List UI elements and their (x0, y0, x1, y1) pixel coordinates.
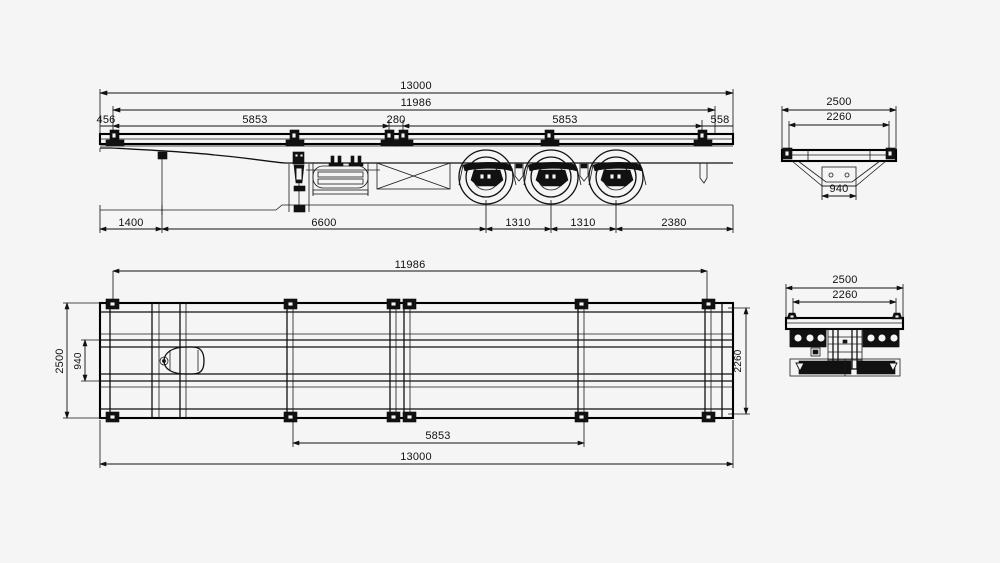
dim-label-front-940: 940 (830, 183, 849, 195)
suspension-leaf-3 (588, 162, 647, 187)
dim-label-front-2500: 2500 (826, 96, 851, 108)
dim-plan-lock-5853: 5853 (292, 420, 585, 447)
plan-twist-lock-group (105, 298, 716, 423)
twist-lock (285, 129, 305, 147)
dim-overall-length-13000: 13000 (98, 80, 735, 134)
twist-lock (105, 129, 125, 147)
dim-front-frame-2260: 2260 (788, 111, 890, 150)
twist-lock (701, 411, 716, 423)
twist-lock-group-side (105, 129, 713, 147)
dim-rear-frame-2260: 2260 (792, 289, 897, 318)
suspension-hanger-1 (514, 162, 524, 182)
twist-lock (701, 298, 716, 310)
dim-label-plan-5853: 5853 (425, 430, 450, 442)
dim-label-plan-940: 940 (73, 352, 84, 370)
dim-deck-length-11986: 11986 (111, 97, 717, 134)
suspension-hanger-2 (579, 162, 589, 182)
chassis-main-beam (98, 132, 735, 147)
suspension-leaf-1 (458, 162, 517, 187)
rear-elevation-view: 2500 2260 (784, 274, 905, 377)
dim-plan-overall-13000: 13000 (99, 420, 734, 468)
dim-label-plan-2500: 2500 (54, 348, 66, 373)
front-deck-section (780, 147, 898, 163)
dim-row-lock-spacing: 456 5853 280 5853 558 (97, 114, 733, 137)
dim-label-rear-2260: 2260 (832, 289, 857, 301)
valve-fittings (328, 155, 364, 167)
plan-kingpin-plate (159, 346, 205, 375)
dim-plan-deck-11986: 11986 (112, 259, 708, 305)
dim-label-1310-a: 1310 (505, 217, 530, 229)
dim-label-5853-rear: 5853 (552, 114, 577, 126)
front-elevation-view: 2500 2260 (780, 96, 898, 200)
front-gooseneck-taper (791, 160, 887, 187)
dim-plan-width-2500: 2500 (54, 302, 105, 419)
rear-wheel-assembly-right (862, 329, 900, 348)
dim-label-front-2260: 2260 (826, 111, 851, 123)
dim-label-1400: 1400 (118, 217, 143, 229)
plan-deck-frame (98, 301, 735, 420)
dim-label-280: 280 (387, 114, 406, 126)
twist-lock (386, 411, 401, 423)
dim-row-axle-spacing: 1400 6600 1310 1310 2380 (99, 200, 734, 233)
twist-lock (105, 298, 120, 310)
landing-gear-assembly (288, 151, 310, 213)
twist-lock (402, 411, 417, 423)
dim-label-11986: 11986 (401, 97, 432, 109)
dim-label-plan-2260: 2260 (733, 349, 744, 372)
suspension-leaf-2 (523, 162, 582, 187)
twist-lock (386, 298, 401, 310)
dim-landing-gear-940: 940 (821, 183, 857, 200)
dim-label-456: 456 (97, 114, 116, 126)
twist-lock (402, 298, 417, 310)
dim-label-13000: 13000 (400, 80, 432, 92)
dim-label-1310-b: 1310 (570, 217, 595, 229)
rear-bumper-bar (789, 358, 901, 377)
dim-rear-width-2500: 2500 (785, 274, 904, 318)
dim-label-6600: 6600 (311, 217, 336, 229)
gooseneck-profile (99, 147, 733, 164)
dim-label-plan-11986: 11986 (395, 259, 426, 271)
air-tank-assembly (306, 163, 380, 196)
dim-label-plan-13000: 13000 (400, 451, 432, 463)
twist-lock (105, 411, 120, 423)
twist-lock (540, 129, 560, 147)
side-elevation-view: 13000 11986 456 5853 280 5853 558 (97, 80, 735, 233)
dim-plan-frame-2260: 2260 (728, 307, 750, 415)
twist-lock (283, 298, 298, 310)
cross-brace-frame (376, 162, 451, 190)
twist-lock (574, 298, 589, 310)
rear-suspension-bracket (699, 162, 708, 184)
plan-view: 11986 (54, 259, 750, 468)
dim-plan-kingpin-940: 940 (73, 339, 105, 382)
dim-label-558: 558 (711, 114, 730, 126)
dim-label-2380: 2380 (661, 217, 686, 229)
dim-label-rear-2500: 2500 (832, 274, 857, 286)
twist-lock (394, 129, 414, 147)
suspension-and-wheels (458, 149, 708, 205)
twist-lock (283, 411, 298, 423)
plan-cross-members (109, 303, 723, 418)
twist-lock (693, 129, 713, 147)
dim-front-width-2500: 2500 (781, 96, 897, 150)
twist-lock (574, 411, 589, 423)
dim-label-5853-front: 5853 (242, 114, 267, 126)
rear-wheel-assembly-left (789, 329, 827, 348)
